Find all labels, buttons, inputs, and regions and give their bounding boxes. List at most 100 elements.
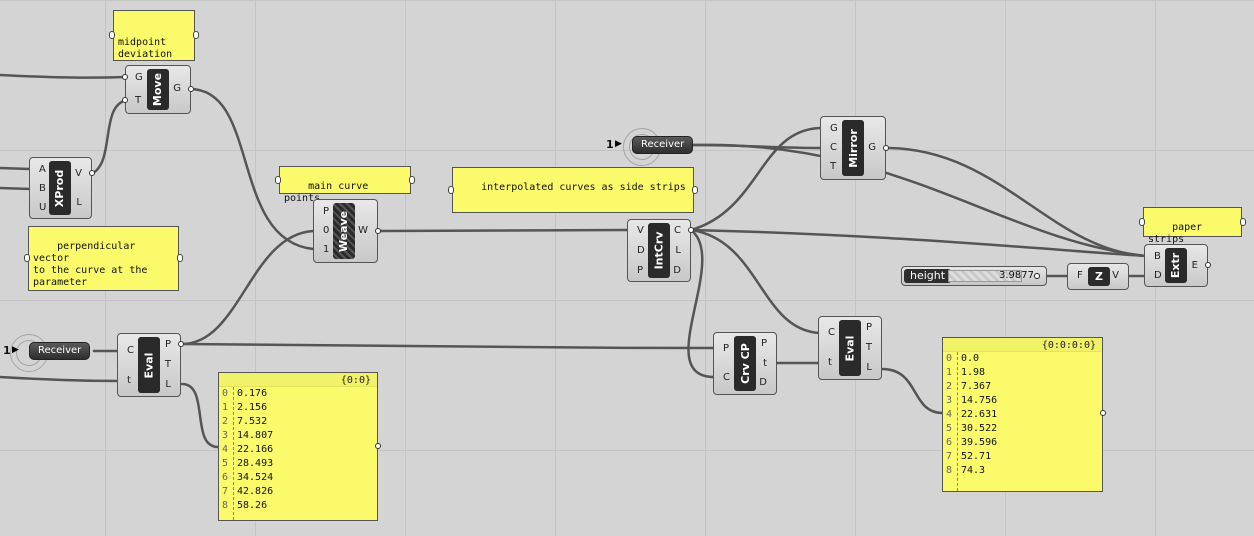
xprod-output-l[interactable]: L [76, 197, 82, 208]
mirror-core[interactable]: Mirror [842, 120, 864, 176]
curve-closest-point-component[interactable]: P C Crv CP P t D [713, 332, 777, 395]
eval2-input-c[interactable]: C [828, 327, 835, 338]
panel-row-value: 7.532 [237, 416, 268, 427]
xprod-core[interactable]: XProd [49, 161, 71, 215]
wire-input-to-xprod-b [0, 186, 32, 191]
eval2-output-p[interactable]: P [865, 322, 872, 333]
weave-component[interactable]: P 0 1 Weave W [313, 199, 378, 263]
port-dot[interactable] [89, 170, 95, 176]
unitz-output-v[interactable]: V [1112, 270, 1119, 281]
intcrv-output-d[interactable]: D [673, 265, 681, 276]
mirror-input-c[interactable]: C [830, 142, 837, 153]
extr-input-b[interactable]: B [1154, 251, 1161, 262]
unitz-input-f[interactable]: F [1077, 270, 1083, 281]
note-input-grip[interactable] [1139, 218, 1145, 226]
slider-track[interactable] [948, 270, 1022, 282]
extr-core[interactable]: Extr [1165, 248, 1187, 283]
move-input-t[interactable]: T [135, 95, 142, 106]
port-dot[interactable] [688, 227, 694, 233]
unitz-core[interactable]: Z [1088, 267, 1110, 286]
crvcp-output-p[interactable]: P [760, 338, 767, 349]
port-dot[interactable] [188, 86, 194, 92]
weave-core[interactable]: Weave [333, 203, 355, 259]
move-output-g[interactable]: G [173, 83, 181, 94]
note-midpoint-deviation[interactable]: midpoint deviation [113, 10, 195, 61]
eval-output-p[interactable]: P [164, 339, 171, 350]
note-input-grip[interactable] [24, 254, 30, 262]
xprod-output-v[interactable]: V [75, 168, 82, 179]
note-output-grip[interactable] [193, 31, 199, 39]
xprod-input-b[interactable]: B [39, 183, 46, 194]
intcrv-output-l[interactable]: L [675, 245, 681, 256]
port-dot[interactable] [883, 145, 889, 151]
extr-output-e[interactable]: E [1191, 260, 1198, 271]
eval-input-t[interactable]: t [127, 375, 131, 386]
crvcp-output-t[interactable]: t [763, 358, 767, 369]
weave-input-p[interactable]: P [323, 206, 330, 217]
intcrv-input-d[interactable]: D [637, 245, 645, 256]
crvcp-core[interactable]: Crv CP [734, 336, 756, 391]
port-dot[interactable] [1100, 410, 1106, 416]
port-dot[interactable] [1205, 262, 1211, 268]
extrude-component[interactable]: B D Extr E [1144, 244, 1208, 287]
note-main-curve-points[interactable]: main curve points [279, 166, 411, 204]
note-interpolated-curves[interactable]: interpolated curves as side strips [452, 167, 694, 213]
port-dot[interactable] [375, 228, 381, 234]
move-component[interactable]: G T Move G [125, 65, 191, 114]
mirror-input-g[interactable]: G [830, 123, 838, 134]
move-core[interactable]: Move [147, 69, 169, 110]
receiver-top[interactable]: Receiver [632, 136, 694, 154]
crvcp-input-p[interactable]: P [723, 343, 730, 354]
eval-output-t[interactable]: T [164, 359, 171, 370]
note-input-grip[interactable] [109, 31, 115, 39]
weave-output-w[interactable]: W [358, 225, 368, 236]
port-dot[interactable] [375, 443, 381, 449]
receiver-bottom[interactable]: Receiver [29, 342, 91, 360]
slider-knob[interactable] [1034, 273, 1040, 279]
intcrv-core[interactable]: IntCrv [648, 223, 670, 278]
weave-input-1[interactable]: 1 [323, 244, 330, 255]
port-dot[interactable] [178, 341, 184, 347]
port-dot[interactable] [122, 97, 128, 103]
eval-input-c[interactable]: C [127, 345, 134, 356]
weave-input-0[interactable]: 0 [323, 225, 330, 236]
intcrv-output-c[interactable]: C [674, 225, 681, 236]
intcrv-input-p[interactable]: P [637, 265, 644, 276]
eval-core[interactable]: Eval [138, 337, 160, 393]
xprod-input-u[interactable]: U [39, 202, 47, 213]
evaluate-curve-component[interactable]: C t Eval P T L [117, 333, 181, 397]
evaluate-curve-component-2[interactable]: C t Eval P T L [818, 316, 882, 380]
note-output-grip[interactable] [409, 176, 415, 184]
eval2-output-t[interactable]: T [865, 342, 872, 353]
move-input-g[interactable]: G [135, 72, 143, 83]
crvcp-input-c[interactable]: C [723, 372, 730, 383]
eval2-output-l[interactable]: L [866, 362, 872, 373]
crvcp-output-d[interactable]: D [759, 377, 767, 388]
interpolate-curve-component[interactable]: V D P IntCrv C L D [627, 219, 691, 282]
eval2-input-t[interactable]: t [828, 357, 832, 368]
note-output-grip[interactable] [692, 186, 698, 194]
note-input-grip[interactable] [448, 186, 454, 194]
height-number-slider[interactable]: height 3.9877 [901, 266, 1047, 286]
note-perpendicular-vector[interactable]: perpendicular vector to the curve at the… [28, 226, 179, 291]
note-output-grip[interactable] [177, 254, 183, 262]
note-input-grip[interactable] [275, 176, 281, 184]
note-output-grip[interactable] [1240, 218, 1246, 226]
note-paper-strips[interactable]: paper strips [1143, 207, 1242, 245]
unit-z-component[interactable]: F Z V [1067, 263, 1129, 290]
mirror-output-g[interactable]: G [868, 142, 876, 153]
intcrv-input-v[interactable]: V [637, 225, 644, 236]
eval2-core[interactable]: Eval [839, 320, 861, 376]
mirror-input-t[interactable]: T [830, 161, 837, 172]
xprod-component[interactable]: A B U XProd V L [29, 157, 92, 219]
extr-input-d[interactable]: D [1154, 270, 1162, 281]
port-dot[interactable] [122, 74, 128, 80]
mirror-component[interactable]: G C T Mirror G [820, 116, 886, 180]
xprod-input-a[interactable]: A [39, 164, 46, 175]
eval-output-l[interactable]: L [165, 379, 171, 390]
